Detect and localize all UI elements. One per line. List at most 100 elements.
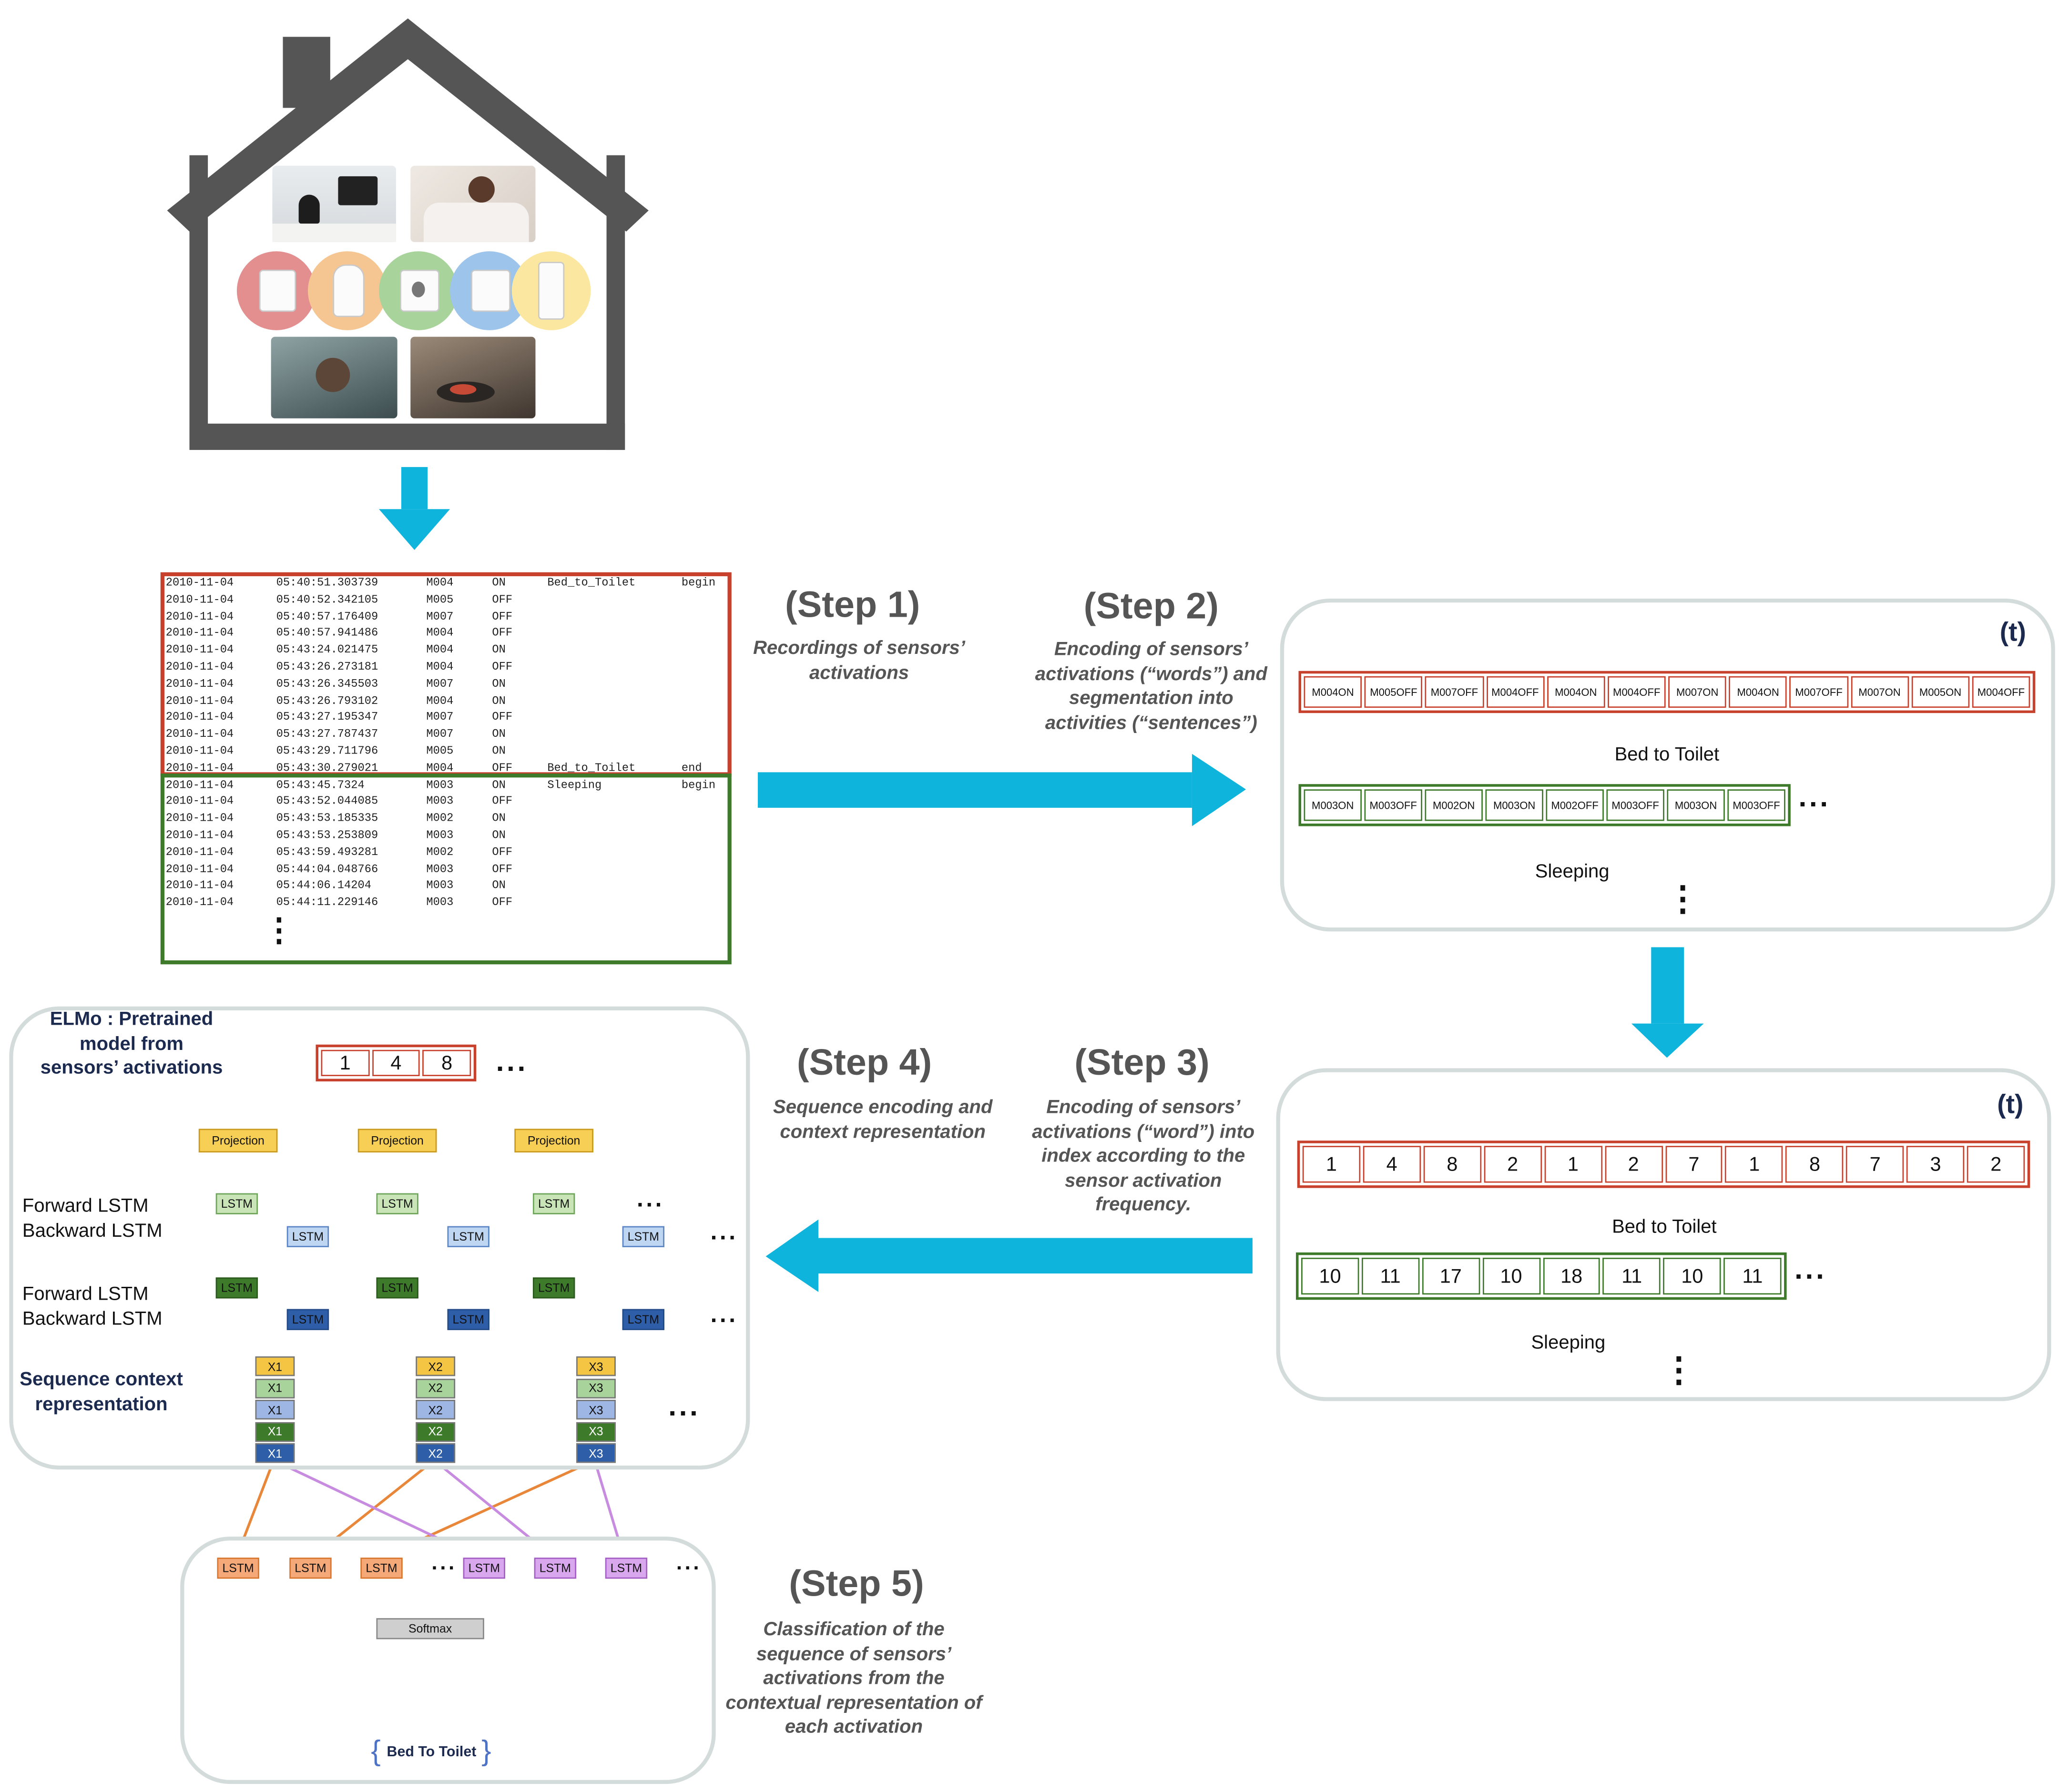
context-vector-block: X1 (255, 1378, 295, 1398)
log-cell-sensor: M004 (426, 627, 454, 640)
log-cell-state: ON (492, 744, 506, 758)
log-cell-state: OFF (492, 795, 513, 808)
forward-lstm-block-2: LSTM (376, 1277, 418, 1299)
context-vector-block: X3 (576, 1443, 616, 1463)
log-cell-date: 2010-11-04 (165, 593, 234, 606)
log-cell-time: 05:43:27.787437 (276, 728, 378, 741)
sequence-cell: 8 (1785, 1146, 1844, 1183)
sequence-cell: 7 (1665, 1146, 1723, 1183)
projection-block: Projection (514, 1129, 593, 1153)
log-cell-date: 2010-11-04 (165, 711, 234, 724)
log-cell-date: 2010-11-04 (165, 576, 234, 590)
log-cell-time: 05:44:04.048766 (276, 862, 378, 876)
log-cell-time: 05:43:29.711796 (276, 744, 378, 758)
step5-desc: Classification of the sequence of sensor… (725, 1619, 982, 1738)
log-cell-date: 2010-11-04 (165, 862, 234, 876)
log-cell-date: 2010-11-04 (165, 660, 234, 674)
step2-desc: Encoding of sensors’ activations (“words… (1035, 639, 1267, 733)
label-sleeping: Sleeping (1535, 862, 1610, 883)
log-cell-sensor: M007 (426, 711, 454, 724)
log-cell-state: OFF (492, 593, 513, 606)
forward-lstm-block-2: LSTM (532, 1277, 575, 1299)
log-cell-state: ON (492, 677, 506, 691)
log-cell-time: 05:44:06.14204 (276, 879, 371, 893)
log-cell-state: OFF (492, 845, 513, 859)
photo-sleeping-icon (410, 165, 536, 242)
log-cell-sensor: M003 (426, 795, 454, 808)
log-cell-tag: begin (681, 778, 716, 792)
context-vector-block: X3 (576, 1421, 616, 1441)
motion-sensor-icon (307, 251, 387, 330)
elmo-title: ELMo : Pretrained model from sensors’ ac… (40, 1009, 223, 1079)
sequence-cell: 11 (1361, 1257, 1419, 1295)
label-sleeping: Sleeping (1531, 1333, 1606, 1354)
log-cell-state: OFF (492, 627, 513, 640)
classification-result: Bed To Toilet (387, 1744, 477, 1761)
result-brace-open: { (371, 1734, 381, 1767)
log-cell-sensor: M003 (426, 778, 454, 792)
sequence-cell: M004OFF (1607, 676, 1666, 708)
photo-shower-icon (271, 336, 398, 418)
log-cell-time: 05:43:24.021475 (276, 643, 378, 657)
backward-lstm-block-1: LSTM (447, 1226, 489, 1247)
log-cell-time: 05:43:30.279021 (276, 761, 378, 775)
log-cell-activity: Bed_to_Toilet (547, 576, 636, 590)
log-cell-sensor: M007 (426, 728, 454, 741)
log-sleeping-box (160, 774, 732, 965)
elmo-dots-3: ... (710, 1301, 738, 1328)
sequence-cell: 3 (1906, 1146, 1965, 1183)
context-vector-block: X2 (416, 1400, 456, 1420)
sequence-cell: 4 (1363, 1146, 1421, 1183)
arrow-step3-to-step4 (765, 1219, 1253, 1292)
log-cell-sensor: M005 (426, 593, 454, 606)
backward-lstm-block-1: LSTM (286, 1226, 329, 1247)
sequence-context-label: Sequence context representation (20, 1369, 183, 1415)
words-sleep-ellipsis: ... (1798, 780, 1831, 813)
projection-block: Projection (357, 1129, 437, 1153)
context-vector-block: X1 (255, 1400, 295, 1420)
sequence-cell: M005OFF (1364, 676, 1423, 708)
context-vector-block: X2 (416, 1443, 456, 1463)
sequence-cell: 2 (1484, 1146, 1542, 1183)
time-label: (t) (1997, 1090, 2024, 1120)
classifier-lstm-block: LSTM (463, 1558, 505, 1579)
classifier-lstm-block: LSTM (217, 1558, 259, 1579)
log-cell-time: 05:40:57.176409 (276, 610, 378, 623)
log-cell-state: OFF (492, 610, 513, 623)
log-cell-sensor: M007 (426, 677, 454, 691)
projection-block: Projection (198, 1129, 278, 1153)
sequence-cell: M004ON (1304, 676, 1362, 708)
log-cell-state: ON (492, 728, 506, 741)
log-cell-time: 05:44:11.229146 (276, 896, 378, 909)
step1-desc: Recordings of sensors’ activations (753, 638, 965, 684)
log-cell-sensor: M004 (426, 576, 454, 590)
log-cell-state: ON (492, 778, 506, 792)
step1-title: (Step 1) (785, 584, 920, 625)
sequence-cell: M007ON (1850, 676, 1909, 708)
sequence-cell: M003OFF (1364, 789, 1422, 821)
sequence-cell: M003ON (1304, 789, 1362, 821)
classifier-lstm-block: LSTM (534, 1558, 577, 1579)
sequence-cell: 11 (1603, 1257, 1661, 1295)
idx-sleep-ellipsis: ... (1794, 1252, 1827, 1285)
step2-title: (Step 2) (1083, 585, 1219, 626)
context-vector-block: X3 (576, 1356, 616, 1376)
log-cell-date: 2010-11-04 (165, 677, 234, 691)
sequence-cell: 1 (1725, 1146, 1784, 1183)
classifier-lstm-block: LSTM (360, 1558, 403, 1579)
log-cell-time: 05:43:52.044085 (276, 795, 378, 808)
context-vector-block: X2 (416, 1421, 456, 1441)
sequence-cell: 10 (1301, 1257, 1359, 1295)
elmo-dots-2: ... (710, 1218, 738, 1245)
log-cell-activity: Bed_to_Toilet (547, 761, 636, 775)
step5-title: (Step 5) (789, 1563, 924, 1604)
forward-lstm-block-1: LSTM (215, 1193, 258, 1214)
forward-lstm-block-2: LSTM (215, 1277, 258, 1299)
log-cell-time: 05:43:53.185335 (276, 812, 378, 825)
log-cell-time: 05:43:59.493281 (276, 845, 378, 859)
context-vector-block: X2 (416, 1356, 456, 1376)
sequence-cell: 1 (1544, 1146, 1602, 1183)
sequence-cell: 1 (1302, 1146, 1361, 1183)
